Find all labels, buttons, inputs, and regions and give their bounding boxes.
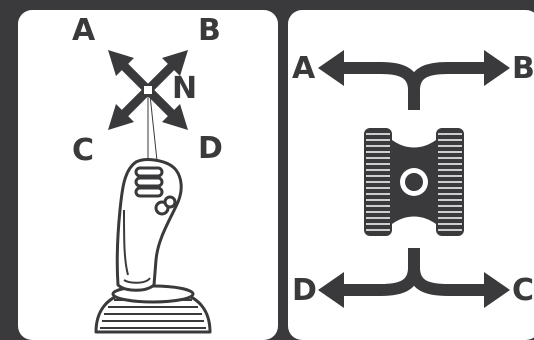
thumbwheel-diagram (288, 10, 534, 340)
split-arrow-up-icon (318, 50, 510, 110)
thumbwheel-directions-panel: A B D C (288, 10, 534, 340)
direction-label-c: C (72, 136, 94, 166)
direction-label-d: D (198, 134, 223, 164)
joystick-diagram (18, 10, 278, 340)
direction-label-a: A (292, 54, 315, 84)
joystick-icon (96, 160, 210, 332)
split-arrow-down-icon (318, 248, 510, 308)
direction-label-c: C (512, 276, 534, 306)
thumbwheel-icon (364, 128, 464, 236)
direction-label-a: A (72, 16, 95, 46)
direction-label-n: N (172, 74, 197, 104)
joystick-directions-panel: A B N C D (18, 10, 278, 340)
direction-label-d: D (292, 276, 317, 306)
direction-label-b: B (512, 54, 534, 84)
direction-label-b: B (198, 16, 221, 46)
